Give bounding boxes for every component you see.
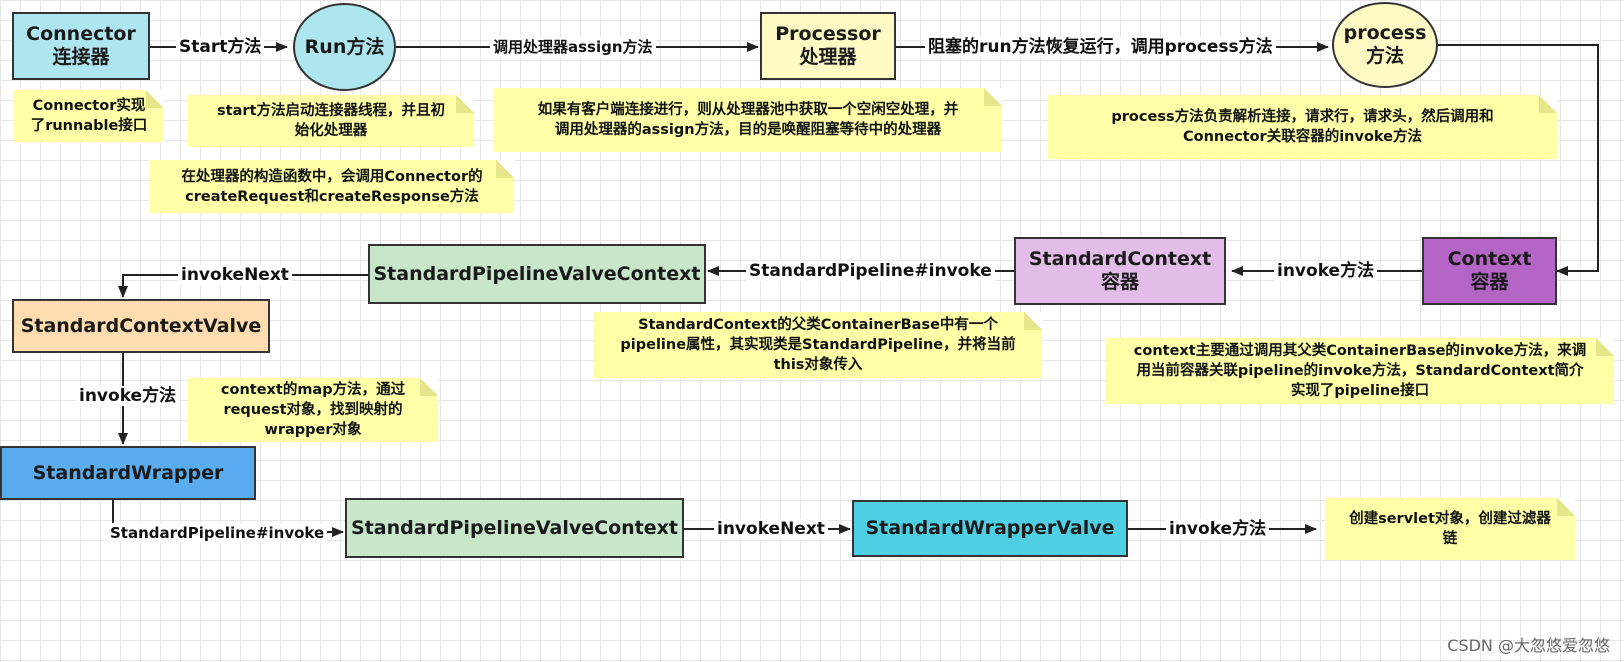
standard-wrapper-valve-label: StandardWrapperValve — [865, 517, 1115, 539]
standard-context-label: StandardContext 容器 — [1028, 248, 1212, 293]
note-create-servlet: 创建servlet对象，创建过滤器 链 — [1325, 498, 1575, 560]
edge-label-invoke-next-1: invokeNext — [178, 265, 292, 285]
watermark: CSDN @大忽悠爱忽悠 — [1447, 636, 1610, 655]
pipeline-valve-context-label-2: StandardPipelineValveContext — [351, 516, 678, 539]
edge-label-pipeline-invoke-1: StandardPipeline#invoke — [746, 261, 995, 281]
standard-wrapper-node: StandardWrapper — [0, 446, 256, 500]
standard-wrapper-label: StandardWrapper — [32, 461, 224, 484]
process-method-node: process 方法 — [1332, 2, 1438, 88]
edge-label-resume: 阻塞的run方法恢复运行，调用process方法 — [925, 37, 1276, 57]
run-method-label: Run方法 — [304, 35, 385, 58]
pipeline-valve-context-node-1: StandardPipelineValveContext — [368, 244, 706, 304]
pipeline-valve-context-label-1: StandardPipelineValveContext — [373, 262, 701, 285]
note-connector-runnable: Connector实现 了runnable接口 — [14, 90, 164, 142]
connector-label: Connector 连接器 — [26, 23, 136, 68]
processor-label: Processor 处理器 — [775, 23, 881, 68]
context-node: Context 容器 — [1422, 237, 1557, 305]
edge-label-pipeline-invoke-2: StandardPipeline#invoke — [107, 523, 328, 543]
note-pipeline-attr: StandardContext的父类ContainerBase中有一个 pipe… — [594, 312, 1042, 378]
standard-context-node: StandardContext 容器 — [1014, 237, 1226, 305]
note-map-method: context的map方法，通过 request对象，找到映射的 wrapper… — [188, 378, 438, 442]
context-label: Context 容器 — [1447, 248, 1532, 293]
note-map-method-text: context的map方法，通过 request对象，找到映射的 wrapper… — [220, 382, 406, 438]
note-context-invoke: context主要通过调用其父类ContainerBase的invoke方法，来… — [1106, 338, 1614, 404]
processor-node: Processor 处理器 — [760, 12, 896, 80]
standard-context-valve-node: StandardContextValve — [12, 299, 270, 353]
note-processor-constructor: 在处理器的构造函数中，会调用Connector的 createRequest和c… — [150, 160, 514, 213]
edge-label-invoke-wrapper: invoke方法 — [76, 386, 180, 406]
note-pipeline-attr-text: StandardContext的父类ContainerBase中有一个 pipe… — [620, 317, 1016, 373]
edge-label-start: Start方法 — [176, 37, 265, 57]
note-processor-pool-text: 如果有客户端连接进行，则从处理器池中获取一个空闲空处理，并 调用处理器的assi… — [537, 102, 959, 138]
note-process-method-text: process方法负责解析连接，请求行，请求头，然后调用和 Connector关… — [1111, 109, 1494, 145]
edge-label-assign: 调用处理器assign方法 — [490, 37, 656, 57]
pipeline-valve-context-node-2: StandardPipelineValveContext — [345, 498, 684, 558]
run-method-node: Run方法 — [293, 3, 396, 91]
note-create-servlet-text: 创建servlet对象，创建过滤器 链 — [1349, 511, 1551, 547]
note-processor-constructor-text: 在处理器的构造函数中，会调用Connector的 createRequest和c… — [181, 168, 483, 205]
note-start-method: start方法启动连接器线程，并且初 始化处理器 — [188, 95, 474, 147]
note-context-invoke-text: context主要通过调用其父类ContainerBase的invoke方法，来… — [1133, 343, 1587, 399]
standard-wrapper-valve-node: StandardWrapperValve — [852, 500, 1128, 557]
edge-label-invoke-servlet: invoke方法 — [1166, 519, 1270, 539]
edge-label-invoke-context: invoke方法 — [1274, 261, 1378, 281]
note-processor-pool: 如果有客户端连接进行，则从处理器池中获取一个空闲空处理，并 调用处理器的assi… — [494, 88, 1002, 152]
edge-label-invoke-next-2: invokeNext — [714, 519, 828, 539]
process-method-label: process 方法 — [1343, 22, 1427, 67]
connector-node: Connector 连接器 — [12, 12, 150, 80]
note-start-method-text: start方法启动连接器线程，并且初 始化处理器 — [217, 103, 445, 139]
note-process-method: process方法负责解析连接，请求行，请求头，然后调用和 Connector关… — [1048, 95, 1557, 159]
note-connector-runnable-text: Connector实现 了runnable接口 — [30, 98, 148, 134]
edge-process-context — [1438, 44, 1599, 276]
standard-context-valve-label: StandardContextValve — [20, 314, 262, 337]
